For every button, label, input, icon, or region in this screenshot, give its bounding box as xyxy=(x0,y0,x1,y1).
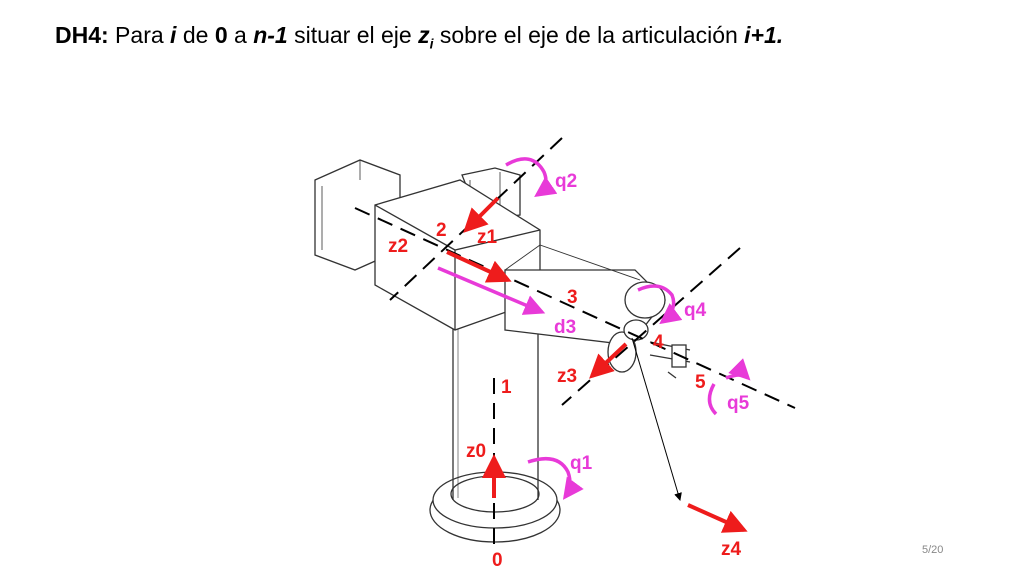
title-zero: 0 xyxy=(214,22,228,48)
title-var-n: n-1 xyxy=(253,22,288,48)
axis-line-z3 xyxy=(561,247,741,406)
label-z3: z3 xyxy=(557,366,577,387)
label-n2: 2 xyxy=(436,220,447,241)
title-text: de xyxy=(176,22,215,48)
axis-line-z2 xyxy=(354,207,796,409)
slide-title: DH4: Para i de 0 a n-1 situar el eje zi … xyxy=(55,22,783,52)
title-text: sobre el eje de la articulación xyxy=(433,22,745,48)
page-number: 5/20 xyxy=(922,544,944,556)
z2-arrow xyxy=(446,250,512,283)
z4-arrow xyxy=(687,503,748,533)
label-n0: 0 xyxy=(492,550,503,571)
title-var-z: z xyxy=(418,22,430,48)
label-q2: q2 xyxy=(555,171,577,192)
robot-drawing xyxy=(314,159,691,543)
label-q4: q4 xyxy=(684,300,707,321)
title-text: Para xyxy=(108,22,171,48)
z3-arrow xyxy=(589,342,628,379)
label-q1: q1 xyxy=(570,453,593,474)
label-n3: 3 xyxy=(567,287,578,308)
label-q5: q5 xyxy=(727,393,750,414)
label-d3: d3 xyxy=(554,317,576,338)
title-var-i1: i+1. xyxy=(744,22,784,48)
label-z4: z4 xyxy=(721,539,742,560)
label-z0: z0 xyxy=(466,441,486,462)
d3-arrow xyxy=(437,266,546,315)
q4-rotation-arc xyxy=(637,284,683,325)
label-z2: z2 xyxy=(388,236,408,257)
axis-line-z1 xyxy=(389,137,563,301)
title-prefix: DH4: xyxy=(55,22,109,48)
rotation-arcs xyxy=(505,157,748,500)
label-z1: z1 xyxy=(477,227,498,248)
z4-reference-line xyxy=(631,337,682,501)
q1-rotation-arc xyxy=(527,456,584,500)
z-axis-arrows xyxy=(446,196,748,533)
title-var-i: i xyxy=(170,22,177,48)
label-n1: 1 xyxy=(501,377,512,398)
title-text: situar el eje xyxy=(287,22,419,48)
q5-rotation-arc xyxy=(707,375,748,416)
z1-arrow xyxy=(463,196,500,233)
q2-rotation-arc xyxy=(505,157,558,197)
title-var-z-sub: i xyxy=(429,35,434,52)
title-text: a xyxy=(227,22,254,48)
label-n4: 4 xyxy=(653,332,664,353)
label-n5: 5 xyxy=(695,372,706,393)
